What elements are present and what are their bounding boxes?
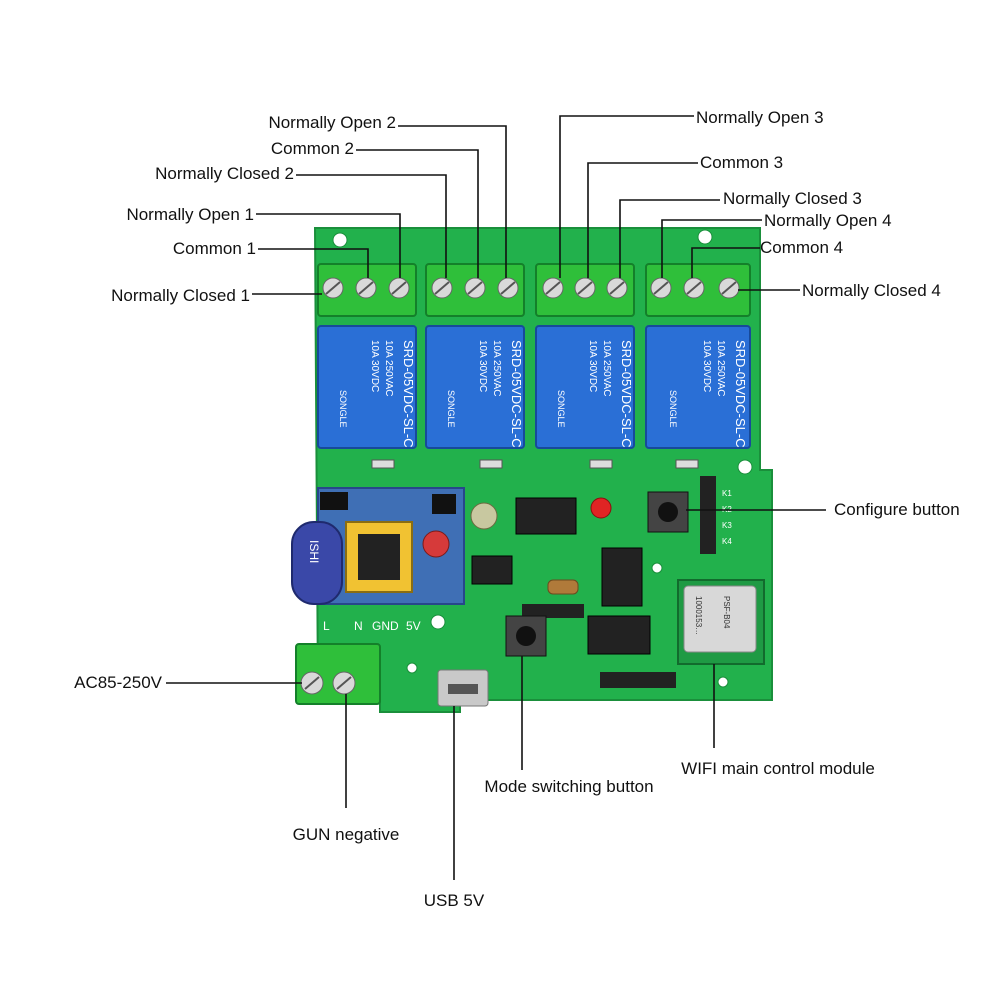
label-common-3: Common 3	[700, 153, 784, 172]
status-led	[590, 497, 612, 519]
ic-chip-2	[601, 547, 643, 607]
svg-text:10A 250VAC: 10A 250VAC	[601, 340, 612, 397]
svg-text:10A 250VAC: 10A 250VAC	[715, 340, 726, 397]
svg-text:ISHI: ISHI	[307, 540, 321, 563]
label-common-4: Common 4	[760, 238, 844, 257]
label-wifi-module: WIFI main control module	[681, 759, 875, 778]
svg-text:1000153…: 1000153…	[694, 596, 703, 635]
label-gun-negative: GUN negative	[292, 825, 400, 844]
svg-text:SRD-05VDC-SL-C: SRD-05VDC-SL-C	[733, 340, 748, 448]
ac-input-terminal	[295, 643, 381, 705]
label-mode-switching-button: Mode switching button	[484, 777, 654, 796]
terminal-block-2	[425, 263, 525, 317]
label-normally-open-4: Normally Open 4	[764, 211, 892, 230]
label-ac-input: AC85-250V	[74, 673, 162, 692]
svg-text:10A 30VDC: 10A 30VDC	[587, 340, 598, 392]
relay-3: SRD-05VDC-SL-C 10A 250VAC 10A 30VDC SONG…	[535, 325, 635, 449]
label-usb-5v: USB 5V	[423, 891, 485, 910]
svg-text:K3: K3	[722, 521, 732, 530]
label-normally-open-2: Normally Open 2	[268, 113, 396, 132]
relay-1-print: SRD-05VDC-SL-C	[401, 340, 416, 448]
svg-text:SONGLE: SONGLE	[668, 390, 678, 428]
svg-text:PSF-B04: PSF-B04	[722, 596, 731, 629]
label-normally-open-3: Normally Open 3	[696, 108, 824, 127]
voltage-regulator	[471, 555, 513, 585]
svg-text:SONGLE: SONGLE	[446, 390, 456, 428]
label-configure-button: Configure button	[834, 500, 960, 519]
label-normally-open-1: Normally Open 1	[126, 205, 254, 224]
label-normally-closed-4: Normally Closed 4	[802, 281, 941, 300]
svg-text:5V: 5V	[406, 619, 421, 633]
svg-text:SONGLE: SONGLE	[338, 390, 348, 428]
terminal-block-4	[645, 263, 751, 317]
relay-1: SRD-05VDC-SL-C 10A 250VAC 10A 30VDC SONG…	[317, 325, 417, 449]
svg-text:10A 250VAC: 10A 250VAC	[383, 340, 394, 397]
pin-header-mid	[522, 604, 584, 618]
ic-chip-1	[515, 497, 577, 535]
svg-text:GND: GND	[372, 619, 399, 633]
label-normally-closed-2: Normally Closed 2	[155, 164, 294, 183]
electrolytic-capacitor: ISHI	[291, 521, 343, 605]
svg-text:10A 30VDC: 10A 30VDC	[369, 340, 380, 392]
svg-text:10A 250VAC: 10A 250VAC	[491, 340, 502, 397]
label-normally-closed-3: Normally Closed 3	[723, 189, 862, 208]
power-pin-labels: L N GND 5V	[323, 619, 421, 633]
usb-port	[437, 669, 489, 707]
leader-lines	[166, 115, 826, 880]
configure-button	[647, 491, 689, 533]
small-capacitor	[470, 502, 498, 530]
svg-text:10A 30VDC: 10A 30VDC	[701, 340, 712, 392]
svg-text:K4: K4	[722, 537, 732, 546]
svg-text:SRD-05VDC-SL-C: SRD-05VDC-SL-C	[619, 340, 634, 448]
wifi-module: 1000153… PSF-B04	[677, 579, 765, 665]
svg-text:K1: K1	[722, 489, 732, 498]
relay-leds	[371, 459, 699, 469]
svg-text:L: L	[323, 619, 330, 633]
svg-text:N: N	[354, 619, 363, 633]
crystal	[547, 579, 579, 595]
label-normally-closed-1: Normally Closed 1	[111, 286, 250, 305]
mode-switching-button	[505, 615, 547, 657]
svg-text:SONGLE: SONGLE	[556, 390, 566, 428]
pin-header-bottom	[600, 672, 676, 688]
relay-4: SRD-05VDC-SL-C 10A 250VAC 10A 30VDC SONG…	[645, 325, 751, 449]
label-common-1: Common 1	[172, 239, 256, 258]
svg-text:10A 30VDC: 10A 30VDC	[477, 340, 488, 392]
terminal-block-1	[317, 263, 417, 317]
relay-2: SRD-05VDC-SL-C 10A 250VAC 10A 30VDC SONG…	[425, 325, 525, 449]
label-common-2: Common 2	[270, 139, 354, 158]
ic-chip-3	[587, 615, 651, 655]
svg-text:SRD-05VDC-SL-C: SRD-05VDC-SL-C	[509, 340, 524, 448]
